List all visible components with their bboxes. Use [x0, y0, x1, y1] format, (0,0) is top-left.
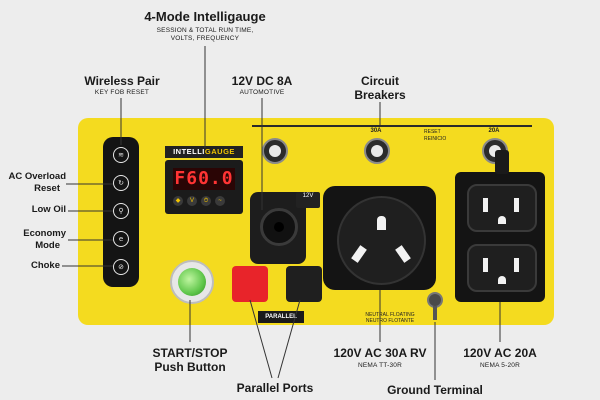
gauge-brand-b: GAUGE — [204, 147, 235, 156]
start-stop-label-2: Push Button — [154, 360, 226, 374]
lcd-readout: F60.0 — [173, 168, 235, 190]
intelligauge-brand: INTELLIGAUGE — [165, 146, 243, 158]
start-stop-button[interactable] — [170, 260, 214, 304]
rv-30a-nema: NEMA TT-30R — [358, 362, 402, 369]
parallel-ports-label: Parallel Ports — [236, 381, 314, 395]
reset-icon[interactable]: ↻ — [113, 175, 129, 191]
parallel-port-red[interactable] — [232, 266, 268, 302]
choke-label: Choke — [30, 260, 60, 271]
dc-12v-badge: 12V — [296, 192, 320, 208]
intelligauge-display: INTELLIGAUGE F60.0 ◆ V ⏱ ~ — [165, 146, 243, 214]
volts-button[interactable]: V — [187, 196, 197, 206]
callout-line-parallel-a — [249, 299, 273, 379]
gauge-brand-a: INTELLI — [173, 147, 205, 156]
start-stop-label-1: START/STOP — [152, 346, 228, 360]
breaker-20a-label: 20A — [488, 128, 500, 134]
mode-button[interactable]: ◆ — [173, 196, 183, 206]
rv-30a-outlet[interactable] — [323, 186, 436, 290]
low-oil-label: Low Oil — [31, 204, 66, 215]
economy-mode-label-2: Mode — [35, 240, 60, 251]
receptacle-bottom[interactable] — [467, 244, 537, 292]
parallel-port-black[interactable] — [286, 266, 322, 302]
circuit-breakers-title-1: Circuit — [360, 74, 399, 88]
ac-20a-label: 120V AC 20A — [463, 346, 537, 360]
time-button[interactable]: ⏱ — [201, 196, 211, 206]
callout-line-parallel-b — [277, 299, 301, 379]
dc-output-subtitle: AUTOMOTIVE — [239, 89, 285, 96]
ground-terminal-label: Ground Terminal — [387, 383, 483, 397]
breaker-rail — [252, 125, 532, 127]
eco-icon[interactable]: e — [113, 231, 129, 247]
economy-mode-label-1: Economy — [23, 228, 66, 239]
reset-text-2: REINICIO — [424, 136, 447, 142]
reset-text-1: RESET — [424, 129, 441, 135]
intelligauge-subtitle-2: VOLTS, FREQUENCY — [170, 35, 240, 42]
ac-20a-duplex-outlet[interactable] — [455, 150, 545, 302]
choke-icon: ⊘ — [113, 259, 129, 275]
ac-20a-nema: NEMA 5-20R — [480, 362, 520, 369]
parallel-badge: PARALLEL — [258, 311, 304, 323]
ground-terminal[interactable] — [427, 292, 443, 322]
oil-can-icon: ⚲ — [113, 203, 129, 219]
dc-output-title: 12V DC 8A — [231, 74, 293, 88]
rv-30a-label: 120V AC 30A RV — [333, 346, 427, 360]
freq-button[interactable]: ~ — [215, 196, 225, 206]
wireless-pair-subtitle: KEY FOB RESET — [94, 89, 150, 96]
intelligauge-title: 4-Mode Intelligauge — [144, 9, 266, 24]
indicator-icon-bar: ≋ ↻ ⚲ e ⊘ — [103, 137, 139, 287]
wifi-icon[interactable]: ≋ — [113, 147, 129, 163]
receptacle-top[interactable] — [467, 184, 537, 232]
breaker-guard-tab — [495, 150, 509, 174]
circuit-breaker-30a[interactable] — [364, 138, 390, 164]
circuit-breakers-title-2: Breakers — [354, 88, 406, 102]
neutral-text-1: NEUTRAL FLOATING — [365, 312, 415, 318]
neutral-text-2: NEUTRO FLOTANTE — [365, 318, 415, 324]
rv-outlet-face — [337, 196, 426, 285]
ac-overload-label-2: Reset — [34, 183, 60, 194]
ac-overload-label-1: AC Overload — [8, 171, 66, 182]
breaker-30a-label: 30A — [370, 128, 382, 134]
intelligauge-subtitle-1: SESSION & TOTAL RUN TIME, — [156, 27, 254, 34]
wireless-pair-title: Wireless Pair — [84, 74, 160, 88]
circuit-breaker-dc[interactable] — [262, 138, 288, 164]
